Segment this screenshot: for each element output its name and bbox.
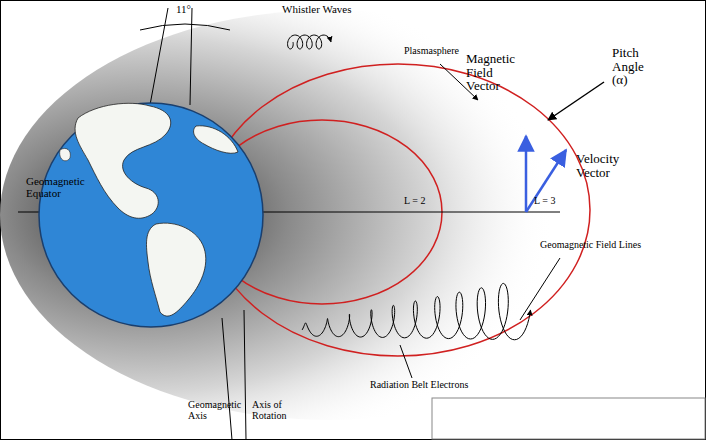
electron-spiral: [302, 283, 530, 339]
axis-label: Geomagnetic Axis: [188, 400, 244, 421]
field-lines-label: Geomagnetic Field Lines: [540, 240, 641, 251]
inset-box: [432, 398, 705, 439]
vector-label: Magnetic Field Vector: [466, 52, 518, 93]
angle-name-label: Pitch Angle (α): [612, 46, 652, 87]
whistler-wave: [288, 35, 331, 49]
shell-label: L = 2: [404, 196, 425, 207]
region-label: Plasmasphere: [404, 46, 459, 57]
axis-label: Axis of Rotation: [252, 400, 302, 421]
rotation-axis-bottom: [244, 310, 246, 440]
electron-pointer: [400, 345, 412, 378]
angle-arc: [140, 24, 230, 30]
shell-label: L = 3: [534, 196, 555, 207]
earth: [39, 103, 263, 327]
wave-label: Whistler Waves: [282, 4, 351, 16]
angle-label: 11°: [176, 4, 191, 16]
geomagnetic-axis-top: [150, 8, 168, 105]
rotation-axis-top: [190, 8, 192, 105]
whistler-helix: [288, 35, 331, 49]
plasmasphere-glow: [0, 10, 660, 420]
magnetic-field-arrow: [525, 136, 528, 212]
electron-path: [302, 283, 530, 339]
pitch-angle-pointer: [548, 82, 604, 120]
velocity-arrow: [526, 150, 566, 212]
vector-label: Velocity Vector: [576, 152, 634, 179]
field-lines-pointer: [520, 258, 560, 320]
geomagnetic-axis-bottom: [222, 318, 232, 440]
electron-label: Radiation Belt Electrons: [370, 380, 468, 391]
equator-label: Geomagnetic Equator: [26, 176, 86, 199]
